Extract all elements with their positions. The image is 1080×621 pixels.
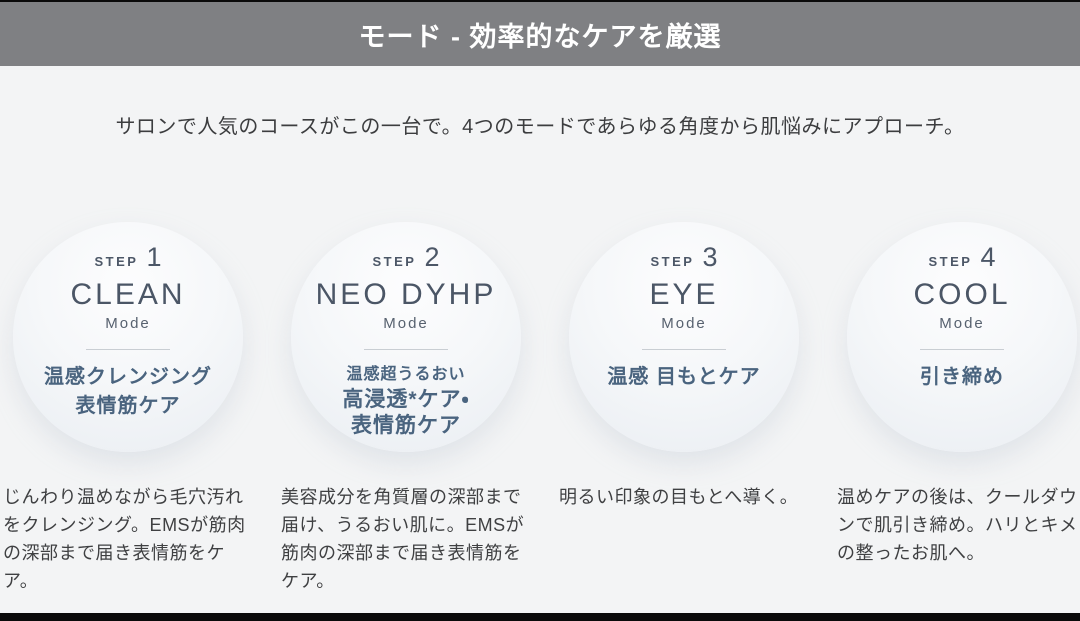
divider-line	[920, 349, 1004, 350]
step-column: STEP 2 NEO DYHP Mode 温感超うるおい高浸透*ケア・表情筋ケア…	[281, 222, 531, 595]
mode-word: Mode	[661, 315, 707, 332]
mode-name: CLEAN	[70, 278, 186, 311]
mode-circle: STEP 1 CLEAN Mode 温感クレンジング表情筋ケア	[13, 222, 243, 452]
mode-name: NEO DYHP	[315, 278, 497, 311]
mode-description: 温めケアの後は、クールダウンで肌引き締め。ハリとキメの整ったお肌へ。	[837, 487, 1078, 563]
mode-feature: 引き締め	[920, 363, 1004, 392]
step-label: STEP	[928, 254, 973, 269]
step-column: STEP 1 CLEAN Mode 温感クレンジング表情筋ケア じんわり温めなが…	[3, 222, 253, 595]
step-label: STEP	[650, 254, 695, 269]
step-number: 3	[702, 242, 718, 272]
mode-circle: STEP 2 NEO DYHP Mode 温感超うるおい高浸透*ケア・表情筋ケア	[291, 222, 521, 452]
mode-name: EYE	[649, 278, 719, 311]
mode-feature: 温感超うるおい高浸透*ケア・表情筋ケア	[342, 363, 469, 439]
step-heading: STEP 2	[373, 242, 440, 274]
steps-row: STEP 1 CLEAN Mode 温感クレンジング表情筋ケア じんわり温めなが…	[0, 222, 1080, 595]
mode-description: 明るい印象の目もとへ導く。	[559, 487, 799, 507]
page-subtitle: サロンで人気のコースがこの一台で。4つのモードであらゆる角度から肌悩みにアプロー…	[115, 116, 965, 138]
mode-word: Mode	[939, 315, 985, 332]
mode-name: COOL	[913, 278, 1011, 311]
mode-word: Mode	[383, 315, 429, 332]
mode-circle: STEP 4 COOL Mode 引き締め	[847, 222, 1077, 452]
step-heading: STEP 1	[95, 242, 162, 274]
step-number: 1	[146, 242, 162, 272]
mode-feature-line: 表情筋ケア	[75, 395, 181, 417]
step-number: 4	[980, 242, 996, 272]
mode-feature: 温感 目もとケア	[607, 363, 760, 392]
mode-feature-line: 温感クレンジング	[44, 366, 212, 388]
mode-circle: STEP 3 EYE Mode 温感 目もとケア	[569, 222, 799, 452]
divider-line	[86, 349, 170, 350]
divider-line	[364, 349, 448, 350]
mode-word: Mode	[105, 315, 151, 332]
step-column: STEP 4 COOL Mode 引き締め 温めケアの後は、クールダウンで肌引き…	[837, 222, 1080, 595]
step-column: STEP 3 EYE Mode 温感 目もとケア 明るい印象の目もとへ導く。	[559, 222, 809, 595]
step-number: 2	[424, 242, 440, 272]
mode-description: じんわり温めながら毛穴汚れをクレンジング。EMSが筋肉の深部まで届き表情筋をケア…	[3, 487, 246, 591]
step-label: STEP	[372, 254, 417, 269]
page-title: モード - 効率的なケアを厳選	[358, 21, 722, 52]
page-title-bar: モード - 効率的なケアを厳選	[0, 2, 1080, 66]
step-heading: STEP 3	[651, 242, 718, 274]
mode-feature-line: 温感 目もとケア	[607, 366, 761, 388]
divider-line	[642, 349, 726, 350]
step-heading: STEP 4	[929, 242, 996, 274]
mode-feature-line: 高浸透*ケア・	[342, 388, 470, 411]
mode-feature-line: 引き締め	[920, 366, 1004, 388]
mode-description: 美容成分を角質層の深部まで届け、うるおい肌に。EMSが筋肉の深部まで届き表情筋を…	[281, 487, 525, 591]
mode-feature: 温感クレンジング表情筋ケア	[44, 363, 212, 421]
mode-feature-subline: 温感超うるおい	[346, 366, 466, 383]
mode-feature-line: 表情筋ケア	[351, 414, 461, 437]
step-label: STEP	[94, 254, 139, 269]
